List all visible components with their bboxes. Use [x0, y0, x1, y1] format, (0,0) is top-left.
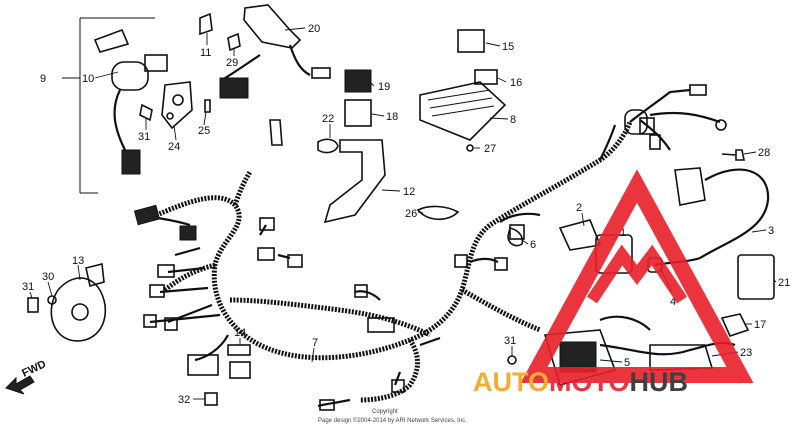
- callout-15: 15: [502, 41, 514, 53]
- callout-30: 30: [42, 271, 54, 283]
- callout-31-b: 31: [22, 281, 34, 293]
- callout-20: 20: [308, 23, 320, 35]
- callout-12: 12: [403, 186, 415, 198]
- callout-13: 13: [72, 255, 84, 267]
- copyright-notice: Copyright Page design ©2004-2014 by ARI …: [318, 409, 467, 424]
- callout-24: 24: [168, 141, 180, 153]
- callout-9: 9: [40, 73, 46, 85]
- callout-28: 28: [758, 147, 770, 159]
- callout-17: 17: [754, 319, 766, 331]
- callout-2: 2: [576, 202, 582, 214]
- callout-21: 21: [778, 277, 790, 289]
- fwd-arrow: FWD: [5, 358, 48, 395]
- callout-5: 5: [624, 357, 630, 369]
- callout-22: 22: [322, 113, 334, 125]
- callout-1: 1: [620, 227, 626, 239]
- harness-connectors: [133, 84, 727, 411]
- automotohub-watermark: AUTOMOTOHUB: [473, 169, 754, 397]
- callout-29: 29: [226, 57, 238, 69]
- callout-27: 27: [484, 143, 496, 155]
- callout-19: 19: [378, 81, 390, 93]
- ignition-switch-group: [79, 12, 213, 194]
- callout-18: 18: [386, 111, 398, 123]
- callout-6: 6: [530, 239, 536, 251]
- callout-10: 10: [82, 73, 94, 85]
- callout-25: 25: [198, 125, 210, 137]
- callout-32: 32: [178, 394, 190, 406]
- callout-23: 23: [740, 347, 752, 359]
- callout-31-c: 31: [504, 335, 516, 347]
- right-parts: [507, 167, 775, 386]
- callout-4: 4: [670, 296, 676, 308]
- callout-31-a: 31: [138, 131, 150, 143]
- fwd-label: FWD: [20, 358, 48, 379]
- callout-8: 8: [510, 114, 516, 126]
- watermark-triangle-logo: [520, 169, 754, 383]
- copyright-line-1: Copyright: [372, 409, 398, 415]
- callout-labels: 9 10 11 20 29 15 16 19 18 8 31 25 24 22 …: [22, 23, 790, 406]
- main-wire-harness: [148, 88, 721, 408]
- callout-14: 14: [234, 327, 246, 339]
- copyright-line-2: Page design ©2004-2014 by ARI Network Se…: [318, 417, 467, 424]
- top-parts: [219, 4, 745, 224]
- horn-and-left-parts: [27, 263, 251, 406]
- callout-7: 7: [312, 337, 318, 349]
- callout-16: 16: [510, 77, 522, 89]
- callout-3: 3: [768, 225, 774, 237]
- callout-11: 11: [200, 47, 211, 59]
- watermark-auto-text: AUTOMOTOHUB: [473, 367, 688, 397]
- callout-26: 26: [405, 208, 417, 220]
